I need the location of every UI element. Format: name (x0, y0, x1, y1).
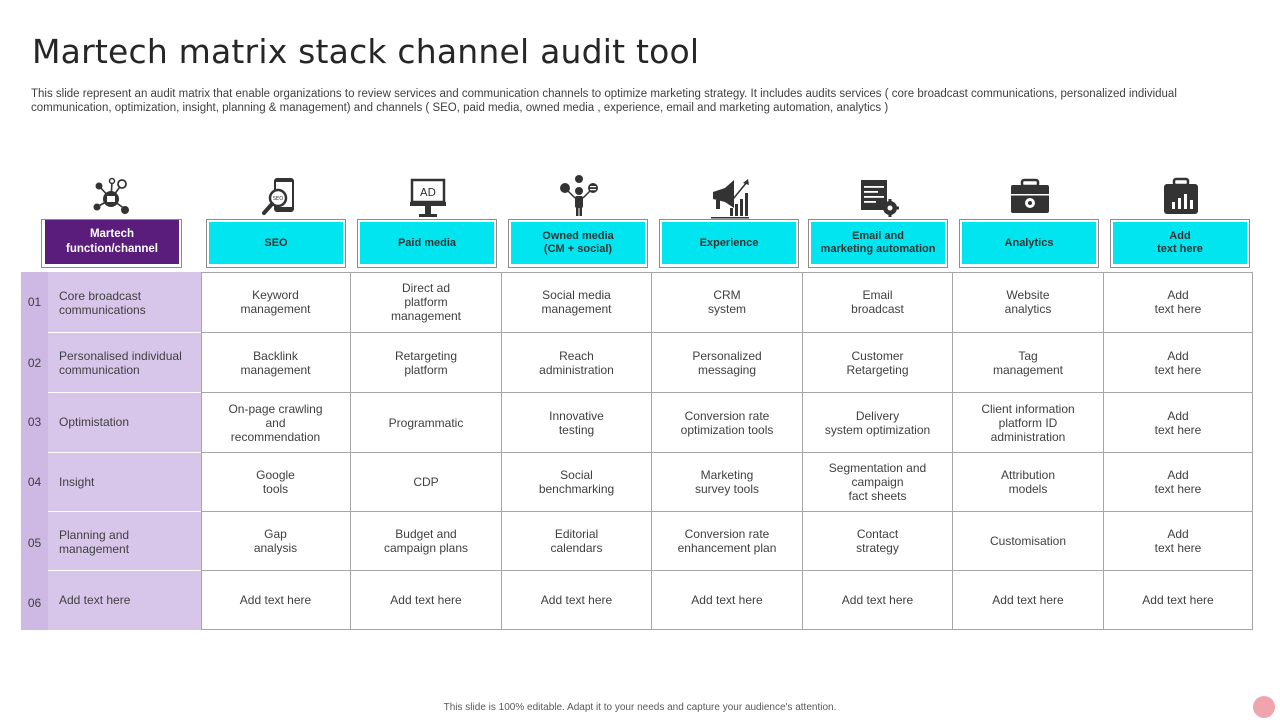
megaphone-growth-icon (707, 174, 753, 220)
row-label: Personalised individual communication (59, 349, 182, 377)
row-label: Core broadcast communications (59, 289, 146, 317)
slide-description: This slide represent an audit matrix tha… (31, 88, 1177, 114)
footer-note: This slide is 100% editable. Adapt it to… (443, 702, 837, 713)
row-number: 02 (27, 356, 42, 370)
table-cell: Delivery system optimization (824, 408, 931, 437)
table-cell: Customer Retargeting (846, 348, 909, 377)
row-number: 03 (27, 415, 42, 429)
header-analytics: Analytics (959, 219, 1099, 268)
ad-icon-text: AD (420, 186, 436, 199)
table-cell: Google tools (256, 468, 295, 496)
decorative-dot (1253, 696, 1275, 718)
row-label: Planning and management (59, 528, 130, 556)
table-cell: Add text here (1154, 527, 1202, 555)
table-cell: Programmatic (388, 415, 464, 430)
analytics-toolbox-icon (1007, 174, 1053, 220)
table-cell: Add text here (992, 593, 1064, 607)
table-cell: Social media management (541, 288, 612, 316)
table-cell: Editorial calendars (550, 527, 603, 555)
table-cell: Innovative testing (549, 408, 604, 437)
row-number-column (21, 272, 48, 630)
table-cell: Budget and campaign plans (383, 527, 469, 555)
table-cell: Add text here (841, 593, 914, 607)
table-cell: Direct ad platform management (390, 281, 462, 323)
table-cell: Add text here (540, 593, 613, 607)
row-number: 05 (27, 536, 42, 550)
table-cell: Reach administration (539, 348, 614, 377)
table-cell: Retargeting platform (394, 348, 458, 377)
table-cell: Attribution models (1000, 468, 1056, 496)
table-cell: Add text here (239, 593, 312, 607)
table-cell: Tag management (992, 348, 1064, 377)
seo-magnifier-icon: SEO (257, 174, 303, 220)
slide-title: Martech matrix stack channel audit tool (32, 32, 700, 71)
row-label-band (21, 272, 201, 630)
email-automation-icon (856, 174, 902, 220)
table-cell: Marketing survey tools (694, 468, 760, 496)
table-cell: Add text here (1154, 288, 1202, 316)
header-experience: Experience (659, 219, 799, 268)
row-label: Optimistation (59, 415, 130, 429)
ad-billboard-icon: AD (405, 174, 451, 220)
table-cell: Add text here (1142, 593, 1214, 607)
table-cell: Add text here (1154, 468, 1202, 496)
row-number: 06 (27, 596, 42, 610)
seo-icon-text: SEO (273, 196, 283, 202)
header-email-marketing: Email and marketing automation (808, 219, 948, 268)
header-owned-media: Owned media (CM + social) (508, 219, 648, 268)
table-cell: Keyword management (240, 288, 311, 316)
header-seo: SEO (206, 219, 346, 268)
table-cell: Gap analysis (253, 527, 298, 555)
table-cell: Conversion rate enhancement plan (677, 527, 777, 555)
row-label: Insight (59, 475, 95, 489)
table-cell: On-page crawling and recommendation (228, 401, 323, 444)
table-cell: Add text here (1154, 408, 1202, 437)
table-cell: Client information platform ID administr… (981, 401, 1075, 444)
row-number: 04 (27, 475, 42, 489)
header-add-text: Add text here (1110, 219, 1250, 268)
row-label: Add text here (59, 593, 131, 607)
table-cell: Add text here (390, 593, 462, 607)
network-icon (88, 174, 134, 220)
person-social-icon (556, 174, 602, 220)
table-cell: Website analytics (1004, 288, 1052, 316)
table-cell: Personalized messaging (692, 348, 762, 377)
table-cell: Backlink management (240, 348, 311, 377)
table-cell: Customisation (989, 534, 1067, 548)
table-cell: CRM system (707, 288, 746, 316)
table-cell: CDP (413, 475, 439, 489)
header-martech-function: Martech function/channel (41, 219, 182, 268)
table-cell: Segmentation and campaign fact sheets (828, 461, 927, 503)
row-number: 01 (27, 295, 42, 309)
table-cell: Add text here (1154, 348, 1202, 377)
briefcase-chart-icon (1158, 174, 1204, 220)
table-cell: Social benchmarking (538, 468, 615, 496)
table-cell: Contact strategy (856, 527, 899, 555)
header-paid-media: Paid media (357, 219, 497, 268)
table-cell: Add text here (691, 593, 763, 607)
table-cell: Email broadcast (851, 288, 904, 316)
table-cell: Conversion rate optimization tools (680, 408, 774, 437)
